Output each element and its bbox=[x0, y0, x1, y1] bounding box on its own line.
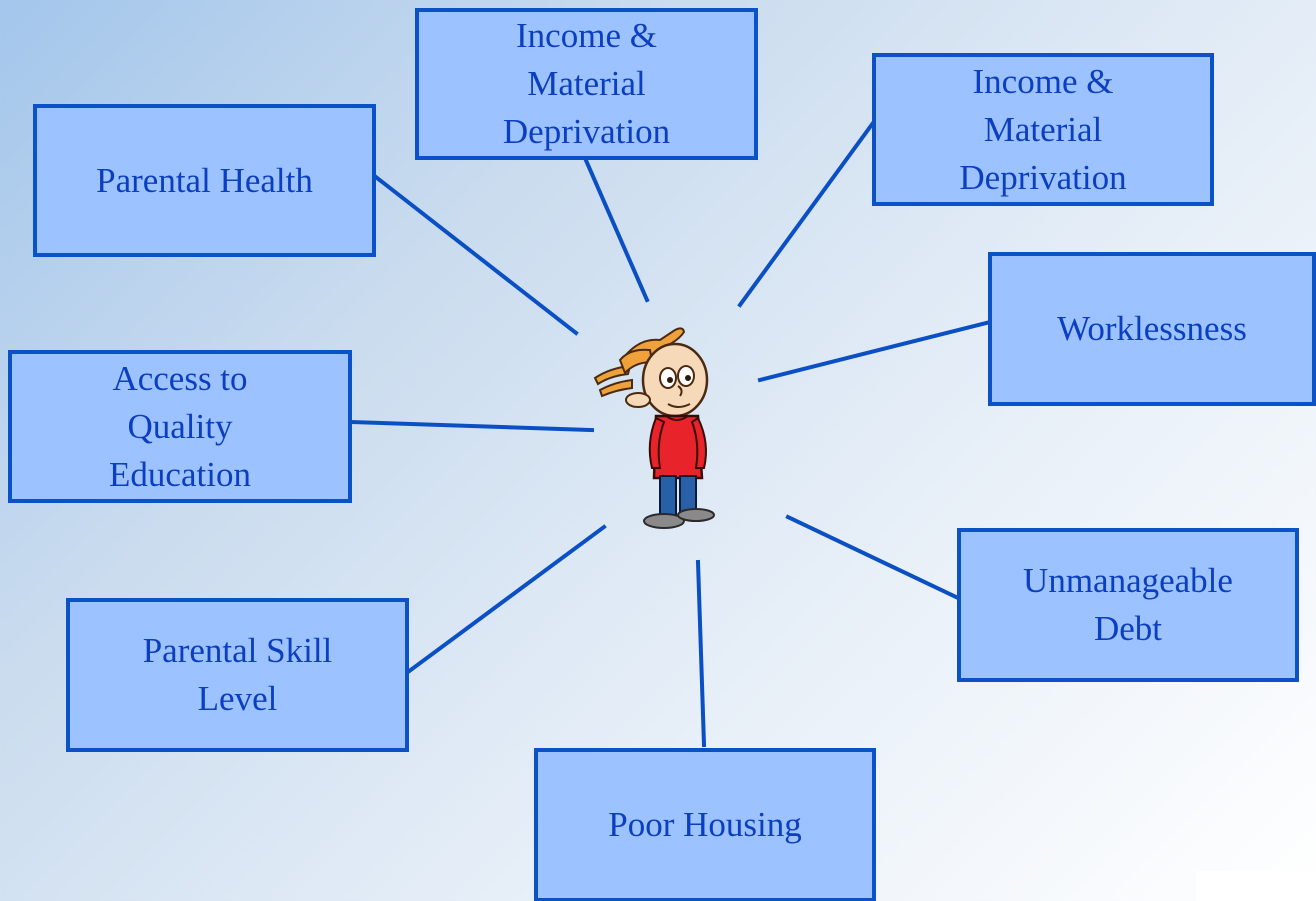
cartoon-child-figure bbox=[593, 327, 715, 529]
connector-debt bbox=[785, 514, 961, 601]
node-income-material-deprivation-top: Income & Material Deprivation bbox=[415, 8, 758, 160]
corner-patch bbox=[1196, 871, 1316, 901]
connector-income-right bbox=[737, 120, 876, 308]
connector-housing bbox=[695, 559, 707, 748]
node-label: Worklessness bbox=[1057, 309, 1247, 348]
node-unmanageable-debt: Unmanageable Debt bbox=[957, 528, 1299, 682]
connector-worklessness bbox=[757, 319, 993, 383]
node-income-material-deprivation-right: Income & Material Deprivation bbox=[872, 53, 1214, 206]
node-label: Income & Material Deprivation bbox=[959, 61, 1127, 197]
node-label: Access to Quality Education bbox=[109, 358, 251, 494]
node-label: Parental Health bbox=[96, 160, 313, 200]
node-parental-skill-level: Parental Skill Level bbox=[66, 598, 409, 752]
connector-parental-skill bbox=[405, 524, 607, 675]
node-label: Income & Material Deprivation bbox=[502, 16, 671, 151]
node-poor-housing: Poor Housing bbox=[534, 748, 876, 901]
connector-income-top bbox=[582, 155, 650, 303]
node-worklessness: Worklessness bbox=[988, 252, 1316, 406]
node-parental-health: Parental Health bbox=[33, 104, 376, 257]
node-label: Poor Housing bbox=[608, 805, 802, 844]
node-label: Parental Skill Level bbox=[142, 631, 333, 718]
node-label: Unmanageable Debt bbox=[1023, 561, 1233, 648]
node-access-to-quality-education: Access to Quality Education bbox=[8, 350, 352, 503]
connector-education bbox=[347, 419, 595, 433]
connector-parental-health bbox=[369, 171, 579, 336]
